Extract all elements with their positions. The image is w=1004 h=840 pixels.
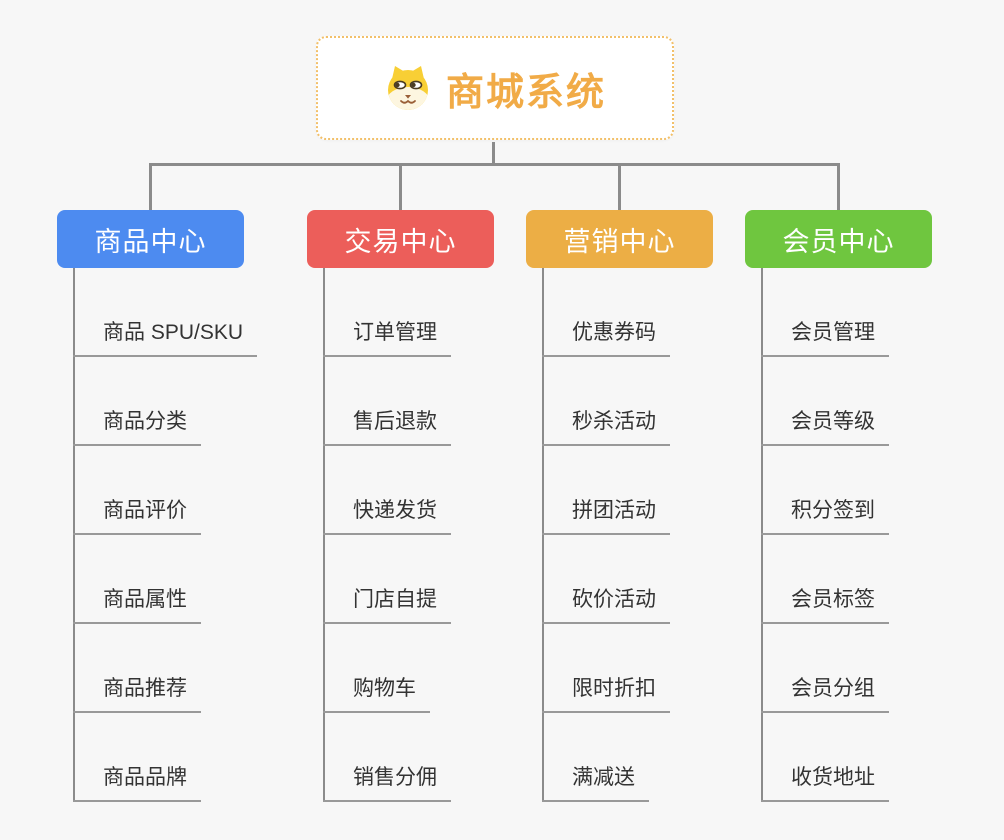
leaf-row: 商品推荐 (73, 624, 323, 713)
branch-list-3: 优惠券码秒杀活动拼团活动砍价活动限时折扣满减送 (542, 268, 792, 802)
leaf-row: 会员标签 (761, 535, 1004, 624)
branch-header-4[interactable]: 会员中心 (745, 210, 932, 268)
leaf-row: 商品 SPU/SKU (73, 268, 323, 357)
shiba-dog-icon (384, 64, 432, 112)
leaf-node[interactable]: 商品推荐 (73, 672, 201, 713)
leaf-row: 快递发货 (323, 446, 573, 535)
leaf-row: 拼团活动 (542, 446, 792, 535)
leaf-row: 商品分类 (73, 357, 323, 446)
leaf-row: 会员等级 (761, 357, 1004, 446)
leaf-node[interactable]: 会员管理 (761, 316, 889, 357)
leaf-node[interactable]: 会员等级 (761, 405, 889, 446)
branch-header-3[interactable]: 营销中心 (526, 210, 713, 268)
root-title: 商城系统 (445, 71, 606, 114)
leaf-node[interactable]: 会员标签 (761, 583, 889, 624)
leaf-row: 限时折扣 (542, 624, 792, 713)
connector-line (149, 163, 840, 166)
leaf-row: 商品品牌 (73, 713, 323, 802)
leaf-node[interactable]: 商品 SPU/SKU (73, 316, 258, 357)
leaf-node[interactable]: 售后退款 (323, 405, 451, 446)
leaf-row: 销售分佣 (323, 713, 573, 802)
leaf-row: 优惠券码 (542, 268, 792, 357)
leaf-node[interactable]: 拼团活动 (542, 494, 670, 535)
connector-line (491, 142, 495, 166)
leaf-row: 购物车 (323, 624, 573, 713)
leaf-node[interactable]: 积分签到 (761, 494, 889, 535)
connector-line (761, 268, 763, 802)
leaf-node[interactable]: 秒杀活动 (542, 405, 670, 446)
leaf-node[interactable]: 满减送 (542, 761, 649, 802)
leaf-row: 商品属性 (73, 535, 323, 624)
connector-line (323, 268, 325, 802)
leaf-node[interactable]: 商品品牌 (73, 761, 201, 802)
leaf-node[interactable]: 收货地址 (761, 761, 889, 802)
connector-line (837, 163, 840, 210)
leaf-node[interactable]: 商品分类 (73, 405, 201, 446)
branch-list-4: 会员管理会员等级积分签到会员标签会员分组收货地址 (761, 268, 1004, 802)
leaf-node[interactable]: 销售分佣 (323, 761, 451, 802)
leaf-row: 商品评价 (73, 446, 323, 535)
branch-list-1: 商品 SPU/SKU 商品分类商品评价商品属性商品推荐商品品牌 (73, 268, 323, 802)
leaf-row: 订单管理 (323, 268, 573, 357)
leaf-node[interactable]: 砍价活动 (542, 583, 670, 624)
leaf-node[interactable]: 限时折扣 (542, 672, 670, 713)
connector-line (399, 163, 402, 210)
leaf-row: 积分签到 (761, 446, 1004, 535)
leaf-node[interactable]: 优惠券码 (542, 316, 670, 357)
leaf-row: 门店自提 (323, 535, 573, 624)
leaf-node[interactable]: 会员分组 (761, 672, 889, 713)
leaf-row: 会员管理 (761, 268, 1004, 357)
leaf-row: 砍价活动 (542, 535, 792, 624)
connector-line (618, 163, 621, 210)
leaf-node[interactable]: 门店自提 (323, 583, 451, 624)
leaf-node[interactable]: 商品属性 (73, 583, 201, 624)
leaf-row: 满减送 (542, 713, 792, 802)
branch-list-2: 订单管理售后退款快递发货门店自提购物车销售分佣 (323, 268, 573, 802)
connector-line (73, 268, 75, 802)
leaf-row: 秒杀活动 (542, 357, 792, 446)
leaf-node[interactable]: 购物车 (323, 672, 430, 713)
branch-header-2[interactable]: 交易中心 (307, 210, 494, 268)
root-node[interactable]: 商城系统 (316, 36, 674, 140)
leaf-row: 收货地址 (761, 713, 1004, 802)
branch-header-1[interactable]: 商品中心 (57, 210, 244, 268)
leaf-node[interactable]: 商品评价 (73, 494, 201, 535)
connector-line (149, 163, 152, 210)
leaf-row: 售后退款 (323, 357, 573, 446)
leaf-node[interactable]: 订单管理 (323, 316, 451, 357)
leaf-node[interactable]: 快递发货 (323, 494, 451, 535)
connector-line (542, 268, 544, 802)
leaf-row: 会员分组 (761, 624, 1004, 713)
